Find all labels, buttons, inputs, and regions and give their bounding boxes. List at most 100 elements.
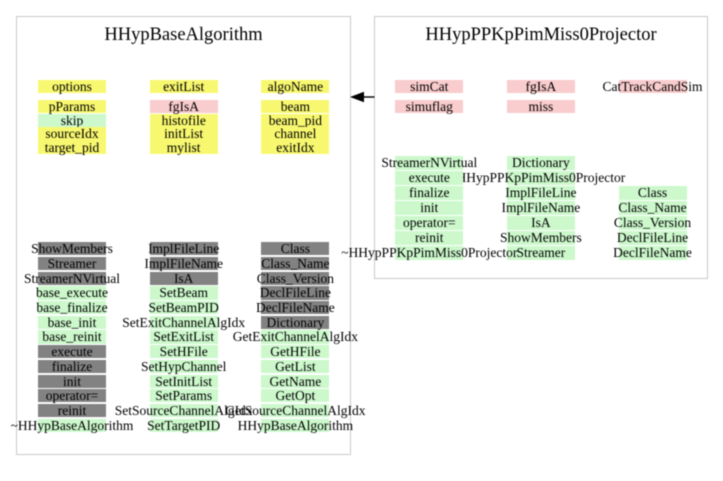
method-cell[interactable]: SetSourceChannelAlgIdx [115,403,253,417]
method-cell[interactable]: Class_Version [257,271,334,285]
method-cell[interactable]: ShowMembers [31,242,113,256]
member-cell[interactable]: simuflag [395,98,464,114]
method-cell[interactable]: Class [261,242,330,256]
method-cell[interactable]: HHypBaseAlgorithm [238,418,354,432]
member-cell[interactable]: sourceIdx [38,126,106,142]
member-cell[interactable]: miss [506,98,575,114]
member-cell[interactable]: histofile [149,113,218,127]
method-cell[interactable]: Class_Name [261,256,329,270]
method-cell[interactable]: StreamerNVirtual [381,156,477,170]
member-cell[interactable]: CatTrackCandSim [602,79,702,93]
method-cell[interactable]: ImplFileName [144,256,223,270]
method-label: base_execute [36,285,108,301]
member-cell[interactable]: beam_pid [261,113,330,127]
method-label: SetExitChannelAlgIdx [122,314,246,330]
member-cell[interactable]: algoName [261,79,330,93]
method-label: Dictionary [266,314,325,330]
method-cell[interactable]: base_reinit [38,330,106,344]
method-cell[interactable]: GetName [261,374,330,388]
method-cell[interactable]: SetHypChannel [141,359,227,373]
method-cell[interactable]: execute [395,171,464,185]
method-cell[interactable]: finalize [395,186,464,200]
method-cell[interactable]: init [395,199,464,215]
method-cell[interactable]: GetHFile [261,345,330,358]
method-cell[interactable]: init [38,374,106,388]
member-cell[interactable]: target_pid [38,141,106,155]
method-cell[interactable]: operator= [395,216,464,230]
method-label: operator= [45,388,99,404]
member-cell[interactable]: exitList [149,78,218,94]
method-label: init [420,199,439,215]
method-cell[interactable]: Class_Name [618,201,687,215]
method-cell[interactable]: ImplFileLine [505,184,577,200]
method-label: DeclFileLine [259,285,332,301]
method-cell[interactable]: execute [38,345,106,358]
method-cell[interactable]: Dictionary [506,156,575,170]
member-cell[interactable]: mylist [149,141,218,155]
method-label: Class_Version [256,270,335,286]
method-cell[interactable]: SetBeamPID [148,301,219,315]
method-cell[interactable]: DeclFileLine [616,229,689,245]
class-title-derived[interactable]: HHypPPKpPimMiss0Projector [425,24,657,45]
member-cell[interactable]: fgIsA [149,99,218,113]
method-cell[interactable]: Class_Version [614,216,691,230]
member-label: sourceIdx [45,126,99,142]
method-label: ImplFileLine [148,241,220,257]
method-cell[interactable]: SetBeam [149,286,218,300]
member-cell[interactable]: pParams [38,99,106,113]
method-cell[interactable]: DeclFileName [613,246,692,260]
member-cell[interactable]: options [38,79,106,93]
method-cell[interactable]: DeclFileName [256,301,335,315]
method-cell[interactable]: ~HHypPPKpPimMiss0Projector [341,246,517,260]
method-cell[interactable]: StreamerNVirtual [24,271,120,285]
method-cell[interactable]: HHypPPKpPimMiss0Projector [457,171,625,185]
method-cell[interactable]: GetSourceChannelAlgIdx [225,403,365,417]
method-cell[interactable]: SetParams [149,389,218,403]
method-cell[interactable]: Class [618,186,687,200]
method-cell[interactable]: operator= [38,388,106,404]
method-label: DeclFileLine [616,229,689,245]
method-cell[interactable]: DeclFileLine [259,285,332,301]
method-cell[interactable]: SetExitChannelAlgIdx [122,315,245,329]
method-label: ImplFileName [144,255,224,271]
method-cell[interactable]: ImplFileLine [148,241,220,257]
method-cell[interactable]: ImplFileName [502,201,580,215]
method-cell[interactable]: ~HHypBaseAlgorithm [11,418,134,432]
method-label: ImplFileLine [505,184,577,200]
member-label: exitList [163,78,205,94]
method-label: IsA [531,214,551,230]
method-cell[interactable]: SetInitList [149,374,218,388]
member-cell[interactable]: simCat [395,79,464,93]
member-cell[interactable]: initList [149,127,218,141]
method-cell[interactable]: finalize [38,359,106,373]
method-cell[interactable]: SetTargetPID [147,418,220,432]
method-cell[interactable]: Streamer [506,246,575,260]
method-cell[interactable]: GetOpt [261,389,330,403]
method-cell[interactable]: ShowMembers [500,231,582,245]
method-cell[interactable]: IsA [149,271,218,285]
member-cell[interactable]: fgIsA [506,79,575,93]
class-title-base[interactable]: HHypBaseAlgorithm [104,24,263,45]
member-cell[interactable]: skip [38,113,106,127]
method-cell[interactable]: Streamer [38,256,106,270]
method-cell[interactable]: base_execute [36,285,108,301]
member-label: channel [274,126,317,142]
method-cell[interactable]: reinit [395,231,464,245]
method-cell[interactable]: base_finalize [36,301,107,315]
method-cell[interactable]: IsA [506,214,575,230]
member-label: simuflag [405,98,453,114]
method-cell[interactable]: GetList [261,359,330,373]
method-cell[interactable]: Dictionary [261,314,330,330]
method-cell[interactable]: GetExitChannelAlgIdx [233,330,358,344]
method-cell[interactable]: reinit [38,403,106,417]
method-cell[interactable]: base_init [38,315,106,329]
member-cell[interactable]: beam [261,99,330,113]
member-cell[interactable]: exitIdx [261,140,330,156]
method-label: GetExitChannelAlgIdx [232,329,359,345]
method-cell[interactable]: SetHFile [149,345,218,358]
method-label: HHypBaseAlgorithm [237,417,354,433]
member-label: exitIdx [276,140,315,156]
member-cell[interactable]: channel [261,126,330,142]
method-cell[interactable]: SetExitList [149,330,218,344]
member-label: miss [528,98,554,114]
